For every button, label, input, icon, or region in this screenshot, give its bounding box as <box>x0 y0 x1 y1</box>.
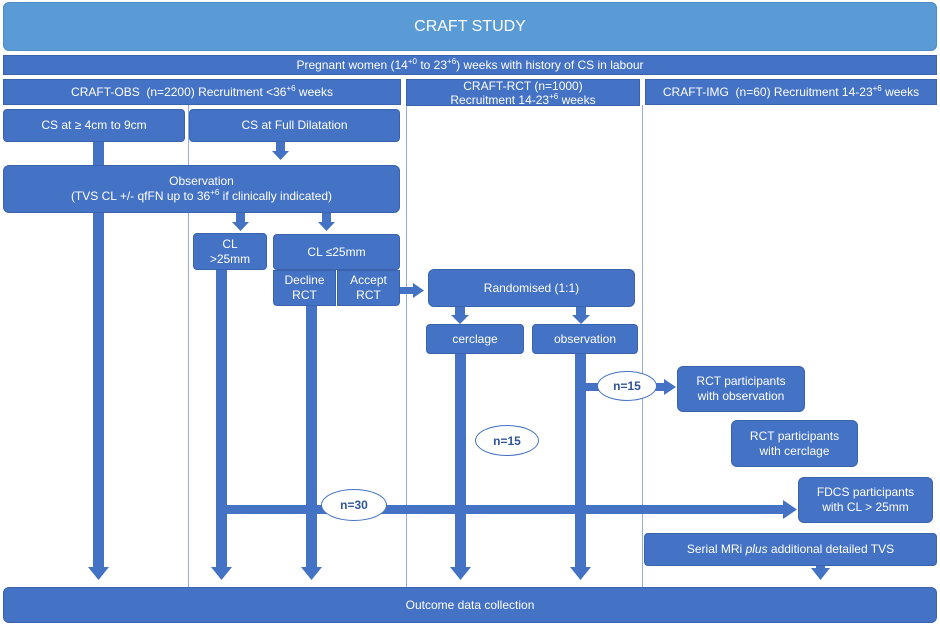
arm-header-img: CRAFT-IMG (n=60) Recruitment 14-23+6 wee… <box>645 79 937 105</box>
population-text: Pregnant women (14+0 to 23+6) weeks with… <box>296 56 644 72</box>
divider-3 <box>642 105 643 588</box>
observation-arm-box: observation <box>532 324 638 354</box>
cs-full-dilatation-box: CS at Full Dilatation <box>189 109 400 142</box>
study-title: CRAFT STUDY <box>3 2 937 51</box>
divider-2 <box>406 105 407 588</box>
arm-header-rct: CRAFT-RCT (n=1000) Recruitment 14-23+6 w… <box>406 79 640 107</box>
cs-4-to-9cm-box: CS at ≥ 4cm to 9cm <box>3 109 185 142</box>
n15-cerclage-oval: n=15 <box>475 425 539 456</box>
rct-participants-cerclage-box: RCT participants with cerclage <box>731 420 858 467</box>
fdcs-participants-box: FDCS participants with CL > 25mm <box>798 477 933 523</box>
decline-rct-box: Decline RCT <box>273 270 336 306</box>
n15-observation-oval: n=15 <box>597 371 657 401</box>
arm-header-obs: CRAFT-OBS (n=2200) Recruitment <36+6 wee… <box>3 79 401 105</box>
randomised-box: Randomised (1:1) <box>428 269 635 307</box>
cl-greater-25mm-box: CL >25mm <box>193 233 267 270</box>
population-header: Pregnant women (14+0 to 23+6) weeks with… <box>3 55 937 75</box>
accept-rct-box: Accept RCT <box>337 270 400 306</box>
divider-1 <box>188 105 189 588</box>
serial-mri-box: Serial MRi plus additional detailed TVS <box>644 533 937 566</box>
n30-oval: n=30 <box>321 489 387 521</box>
rct-participants-observation-box: RCT participants with observation <box>677 366 805 412</box>
cerclage-box: cerclage <box>426 324 524 354</box>
observation-box: Observation (TVS CL +/- qfFN up to 36+6 … <box>3 165 400 213</box>
cl-le-25mm-box: CL ≤25mm <box>273 234 400 270</box>
outcome-data-collection-box: Outcome data collection <box>3 587 937 623</box>
